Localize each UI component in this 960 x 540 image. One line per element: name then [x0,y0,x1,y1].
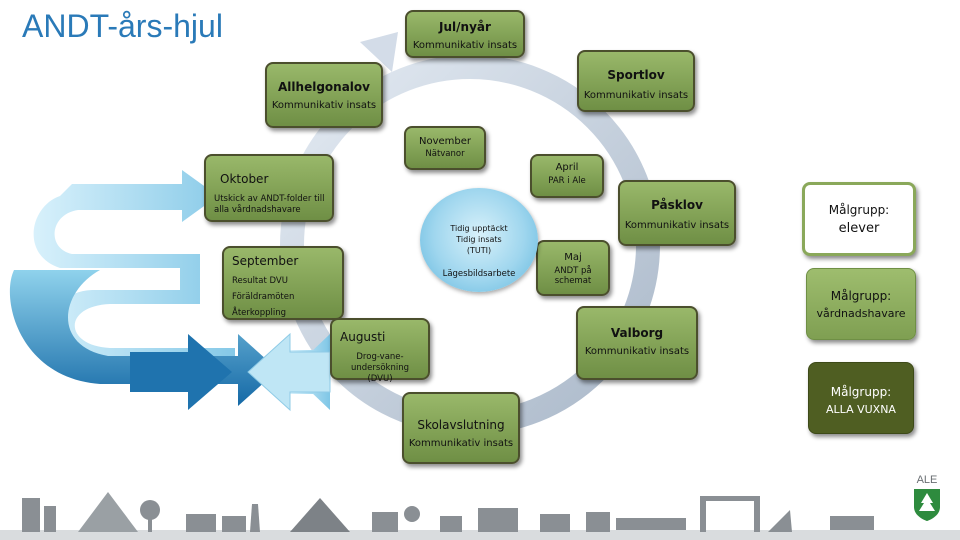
item-allhelgonalov-title: Allhelgonalov [278,80,370,94]
target-vardnadshavare: Målgrupp: vårdnadshavare [806,268,916,340]
center-line3: (TUTI) [466,246,492,255]
item-april-title: April [555,162,579,173]
item-julnyar: Jul/nyår Kommunikativ insats [405,10,525,58]
item-skolavslutning-text: Kommunikativ insats [408,438,514,449]
item-skolavslutning: Skolavslutning Kommunikativ insats [402,392,520,464]
item-sportlov: Sportlov Kommunikativ insats [577,50,695,112]
center-line1: Tidig upptäckt [450,224,508,233]
item-september-line1: Resultat DVU [232,276,288,286]
item-sportlov-title: Sportlov [607,68,665,82]
item-september-line2: Föräldramöten [232,292,295,302]
center-circle: Tidig upptäckt Tidig insats (TUTI) Läges… [420,188,538,292]
page-title: ANDT-års-hjul [22,8,223,44]
target-alla-vuxna: Målgrupp: ALLA VUXNA [808,362,914,434]
target-vardnadshavare-label: Målgrupp: [830,289,892,303]
ale-logo: ALE [904,474,950,526]
item-september-line3: Återkoppling [232,308,286,318]
item-valborg: Valborg Kommunikativ insats [576,306,698,380]
item-maj: Maj ANDT på schemat [536,240,610,296]
ale-logo-icon [914,489,940,521]
item-oktober-text: Utskick av ANDT-folder till alla vårdnad… [214,194,325,215]
item-november: November Nätvanor [404,126,486,170]
item-augusti-text: Drog-vane-undersökning (DVU) [351,352,409,384]
skyline-illustration [0,492,960,540]
item-november-title: November [418,136,472,147]
item-november-text: Nätvanor [425,149,465,159]
item-pasklov-title: Påsklov [651,198,703,212]
item-valborg-text: Kommunikativ insats [584,346,690,357]
item-september: September Resultat DVU Föräldramöten Åte… [222,246,344,320]
item-oktober-title: Oktober [220,172,269,186]
target-alla-vuxna-label: Målgrupp: [830,385,892,399]
item-valborg-title: Valborg [610,326,664,340]
item-augusti: Augusti Drog-vane-undersökning (DVU) [330,318,430,384]
target-elever-label: Målgrupp: [828,203,890,217]
center-line2: Tidig insats [456,235,502,244]
return-arrow-icon [9,170,331,412]
item-augusti-title: Augusti [340,330,386,344]
item-julnyar-title: Jul/nyår [439,20,491,34]
ale-logo-text: ALE [916,474,938,486]
item-april-text: PAR i Ale [548,176,586,186]
item-allhelgonalov: Allhelgonalov Kommunikativ insats [265,62,383,128]
center-line4: Lägesbildsarbete [442,269,516,279]
target-vardnadshavare-value: vårdnadshavare [816,307,906,320]
item-sportlov-text: Kommunikativ insats [583,90,689,101]
item-september-title: September [232,254,299,268]
item-pasklov-text: Kommunikativ insats [624,220,730,231]
item-oktober: Oktober Utskick av ANDT-folder till alla… [204,154,334,222]
item-allhelgonalov-text: Kommunikativ insats [271,100,377,111]
item-skolavslutning-title: Skolavslutning [417,418,505,432]
item-april: April PAR i Ale [530,154,604,198]
item-maj-text: ANDT på schemat [554,266,592,286]
item-pasklov: Påsklov Kommunikativ insats [618,180,736,246]
target-alla-vuxna-value: ALLA VUXNA [826,403,896,416]
item-maj-title: Maj [564,252,582,263]
item-julnyar-text: Kommunikativ insats [412,40,518,51]
target-elever: Målgrupp: elever [802,182,916,256]
target-elever-value: elever [838,221,880,236]
